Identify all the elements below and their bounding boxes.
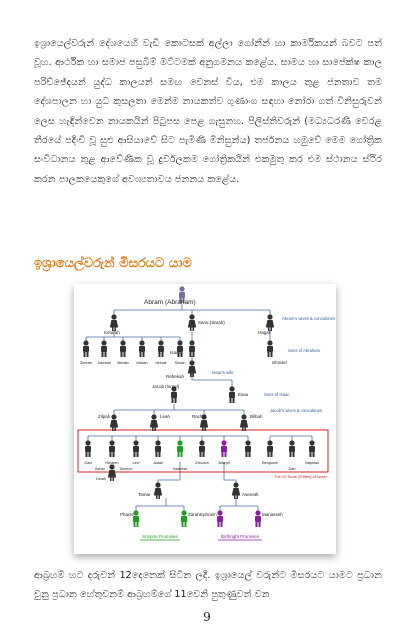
svg-text:Levi: Levi [133,461,140,465]
svg-text:Keturah: Keturah [104,330,120,335]
svg-text:Issachar: Issachar [173,467,188,471]
svg-text:Leah: Leah [160,414,171,419]
svg-text:Ishbak: Ishbak [155,361,166,365]
body-paragraph-2: ආබ්‍රහම් හට දරුවන් 12දෙනෙක් සිටින ලදී. ඉ… [34,570,382,601]
svg-text:Benjamin: Benjamin [262,461,278,465]
svg-text:Asher: Asher [95,467,106,471]
svg-text:Zilpah: Zilpah [98,414,111,419]
svg-text:Simeon: Simeon [120,467,133,471]
svg-text:Isaac: Isaac [170,350,182,355]
svg-text:Manasseh: Manasseh [262,512,283,517]
note-wives: Abram's wives & concubines [282,316,335,321]
svg-text:Reuben: Reuben [105,461,118,465]
svg-text:Ishmael: Ishmael [272,360,287,365]
svg-text:Sarai (Sarah): Sarai (Sarah) [198,320,225,325]
family-tree-diagram: Abram (Abraham) Keturah Sarai (Sarah) Ha… [74,284,336,554]
svg-text:Shuah: Shuah [175,361,186,365]
svg-text:Sons of Abraham: Sons of Abraham [288,348,321,353]
svg-text:Judah: Judah [153,461,163,465]
svg-text:Naphtali: Naphtali [305,461,319,465]
svg-text:Pharez: Pharez [120,512,135,517]
svg-text:Zebulun: Zebulun [195,461,209,465]
svg-text:Bilhah: Bilhah [250,414,263,419]
abram-label: Abram (Abraham) [144,299,196,306]
sceptre-label: Sceptre Promises [142,534,178,539]
svg-text:Sons of Isaac: Sons of Isaac [264,392,289,397]
svg-text:Dinah: Dinah [96,477,106,481]
body-paragraph: ඉශ්‍රායෙල්වරුන් දේශයෙහි වැඩි කොටසක් අල්ල… [34,38,382,185]
tribes-label: The 12 Sons (Tribes) of Israel [274,474,327,479]
svg-text:Isaac's wife: Isaac's wife [212,370,234,375]
page-number: 9 [203,610,211,624]
svg-text:Jokshan: Jokshan [97,361,111,365]
svg-text:Jacob's wives & concubines: Jacob's wives & concubines [270,408,322,413]
svg-text:Jacob (Israel): Jacob (Israel) [152,384,180,389]
svg-text:Joseph: Joseph [218,461,230,465]
tree-lines [85,304,313,512]
svg-text:Tamar: Tamar [138,492,151,497]
svg-text:Esau: Esau [238,392,249,397]
svg-text:Medan: Medan [117,361,129,365]
svg-text:Midian: Midian [136,361,147,365]
svg-text:Hagar: Hagar [258,330,271,335]
svg-text:Dan: Dan [289,467,296,471]
svg-text:Rachel: Rachel [192,414,206,419]
svg-text:Ephraim: Ephraim [200,512,217,517]
svg-text:Rebekah: Rebekah [166,374,185,379]
svg-text:Zimran: Zimran [80,361,92,365]
svg-text:Gad: Gad [84,461,91,465]
svg-text:Asenath: Asenath [242,492,259,497]
birthright-label: Birthright Promises [221,534,260,539]
svg-text:Zarah: Zarah [188,512,200,517]
section-heading: ඉශ්‍රායෙල්වරුන් මිසරයට යාම [34,256,192,271]
